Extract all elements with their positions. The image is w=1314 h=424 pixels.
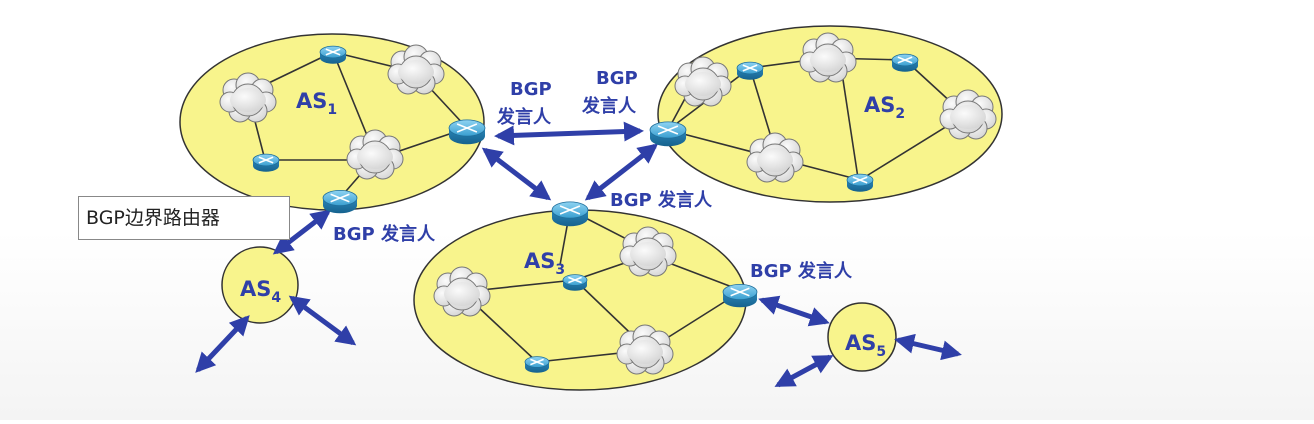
speaker-as1-label-line2: 发言人: [496, 106, 552, 128]
cloud-icon: [346, 129, 404, 180]
cloud-icon: [746, 132, 804, 183]
cloud-icon: [433, 266, 491, 317]
router-icon: [562, 274, 588, 291]
router-icon: [252, 153, 280, 172]
router-icon: [891, 53, 919, 72]
cloud-icon: [939, 89, 997, 140]
speaker-as1-label-line1: BGP: [510, 79, 552, 100]
speaker-as1-bottom-label: BGP 发言人: [333, 223, 436, 245]
link-as1-as2: [494, 121, 644, 146]
border-router-callout: BGP边界路由器: [78, 196, 290, 240]
as3-label: AS3: [524, 249, 565, 278]
speaker-as2-label-line2: 发言人: [581, 95, 637, 117]
link-as1-as3: [481, 147, 552, 201]
as4-area: [221, 246, 299, 324]
speaker-as2-label-line1: BGP: [596, 68, 638, 89]
as1-label: AS1: [296, 89, 337, 118]
cloud-icon: [219, 72, 277, 123]
speaker-as3-right-label: BGP 发言人: [750, 260, 853, 282]
link-as3-as5: [758, 295, 830, 327]
speaker-as3-top-label: BGP 发言人: [610, 189, 713, 211]
router-icon: [649, 121, 687, 147]
as2-label: AS2: [864, 93, 905, 122]
network-clouds: [219, 32, 997, 375]
router-icon: [448, 119, 486, 145]
as5-label: AS5: [845, 331, 886, 360]
router-icon: [322, 189, 358, 214]
as4-label: AS4: [240, 277, 281, 306]
cloud-icon: [674, 56, 732, 107]
link-as5-out-right: [894, 333, 962, 361]
cloud-icon: [387, 44, 445, 95]
router-icon: [736, 61, 764, 80]
router-icon: [319, 45, 347, 64]
link-as2-as3: [584, 143, 659, 201]
link-as5-out-left: [774, 354, 834, 388]
router-icon: [524, 356, 550, 373]
cloud-icon: [799, 32, 857, 83]
router-icon: [846, 173, 874, 192]
bgp-sessions: [195, 121, 962, 388]
router-icon: [722, 283, 758, 308]
link-as1-as4: [272, 209, 332, 255]
cloud-icon: [616, 324, 674, 375]
router-icon: [551, 201, 589, 227]
link-as4-out-left: [195, 315, 250, 373]
link-as4-out-right: [288, 295, 357, 346]
routers: [252, 45, 919, 373]
cloud-icon: [619, 226, 677, 277]
